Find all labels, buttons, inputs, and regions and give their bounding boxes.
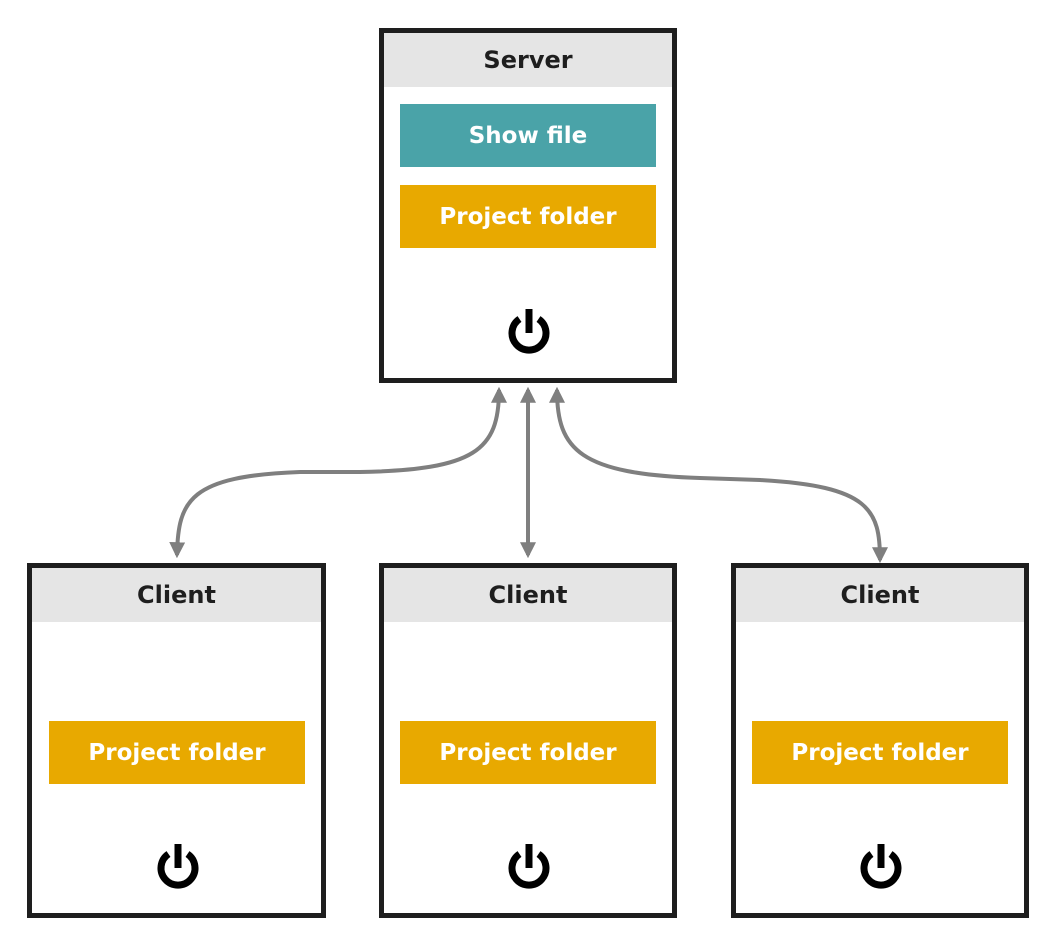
- client-title: Client: [736, 568, 1024, 622]
- client-node: Client Project folder: [731, 563, 1029, 918]
- server-project-folder-block: Project folder: [400, 185, 656, 248]
- client-node: Client Project folder: [379, 563, 677, 918]
- client-project-folder-block: Project folder: [49, 721, 305, 784]
- server-title: Server: [384, 33, 672, 87]
- power-icon[interactable]: [504, 841, 554, 891]
- connector-client-3: [549, 386, 888, 564]
- show-file-block: Show file: [400, 104, 656, 167]
- client-project-folder-block: Project folder: [400, 721, 656, 784]
- power-icon[interactable]: [153, 841, 203, 891]
- power-icon[interactable]: [856, 841, 906, 891]
- connector-client-1: [169, 386, 507, 559]
- server-node: Server Show file Project folder: [379, 28, 677, 383]
- client-node: Client Project folder: [27, 563, 326, 918]
- client-title: Client: [32, 568, 321, 622]
- power-icon[interactable]: [504, 306, 554, 356]
- client-title: Client: [384, 568, 672, 622]
- client-project-folder-block: Project folder: [752, 721, 1008, 784]
